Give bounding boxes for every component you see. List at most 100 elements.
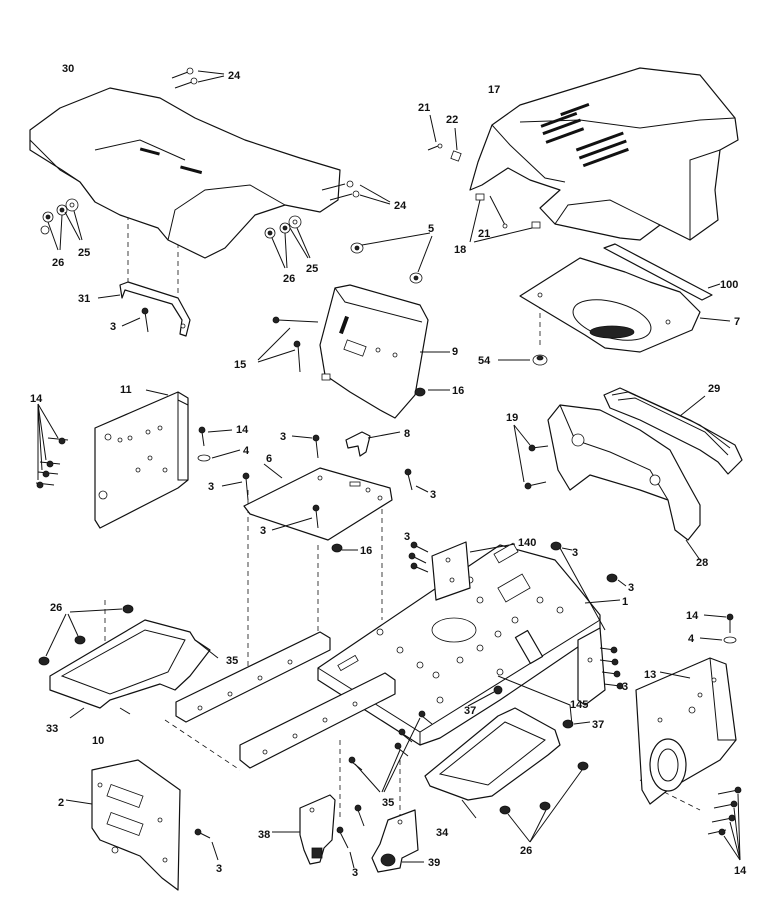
part-13-side-panel <box>635 657 737 805</box>
nuts-26-right <box>499 761 589 843</box>
part-29-grille-strip <box>603 387 743 475</box>
label-3-h: 3 <box>628 582 634 594</box>
label-33: 33 <box>46 723 58 735</box>
label-3-j: 3 <box>216 863 222 875</box>
label-14-d: 14 <box>734 865 747 877</box>
label-15: 15 <box>234 359 246 371</box>
fasteners-25-26-right <box>264 215 311 269</box>
bolt-14-washer-4-right <box>699 613 737 644</box>
screws-24-top <box>171 67 225 89</box>
nut-3-g <box>550 541 573 551</box>
nuts-5 <box>350 232 433 284</box>
screw-3-e <box>271 504 320 531</box>
part-39-bracket <box>371 809 424 873</box>
part-8-clip <box>345 431 401 457</box>
label-21-b: 21 <box>478 228 490 240</box>
part-38-bracket <box>272 794 336 865</box>
label-16-a: 16 <box>452 385 464 397</box>
part-9-dash-panel <box>319 284 450 419</box>
label-26-d: 26 <box>520 845 532 857</box>
label-30: 30 <box>62 63 74 75</box>
label-13: 13 <box>644 669 656 681</box>
screw-3-c <box>221 472 250 501</box>
part-6-plate <box>243 463 393 541</box>
screws-3-k <box>336 804 365 869</box>
label-37-a: 37 <box>464 705 476 717</box>
part-31-bracket <box>97 281 191 337</box>
label-29: 29 <box>708 383 720 395</box>
part-11-side-panel <box>94 389 189 529</box>
frame-rails <box>175 631 396 769</box>
label-2: 2 <box>58 797 64 809</box>
label-1: 1 <box>622 596 628 608</box>
label-34: 34 <box>436 827 449 839</box>
bolt-14-washer-4 <box>197 426 241 462</box>
fasteners-21-22 <box>427 114 541 243</box>
label-4-b: 4 <box>688 633 695 645</box>
label-4-a: 4 <box>243 445 250 457</box>
label-38: 38 <box>258 829 270 841</box>
label-26-c: 26 <box>50 602 62 614</box>
bolts-3-i <box>599 646 624 690</box>
label-37-b: 37 <box>592 719 604 731</box>
label-19: 19 <box>506 412 518 424</box>
label-18: 18 <box>454 244 466 256</box>
label-3-i: 3 <box>622 681 628 693</box>
nut-16-b <box>331 543 358 553</box>
label-24-top: 24 <box>228 70 241 82</box>
fasteners-25-26-left <box>40 198 83 251</box>
part-54-nut <box>498 354 548 366</box>
part-28-front-housing <box>547 404 701 561</box>
label-140: 140 <box>518 537 536 549</box>
label-25-left: 25 <box>78 247 90 259</box>
label-3-d: 3 <box>430 489 436 501</box>
label-14-b: 14 <box>236 424 249 436</box>
label-31: 31 <box>78 293 90 305</box>
label-14-c: 14 <box>686 610 699 622</box>
label-3-g: 3 <box>572 547 578 559</box>
label-54: 54 <box>478 355 491 367</box>
label-24-right: 24 <box>394 200 407 212</box>
label-5: 5 <box>428 223 434 235</box>
label-7: 7 <box>734 316 740 328</box>
label-10: 10 <box>92 735 104 747</box>
part-100-strip <box>603 243 721 301</box>
hood-vents <box>540 102 629 168</box>
screw-3-d <box>404 468 429 493</box>
nuts-26-left <box>38 604 134 666</box>
label-39: 39 <box>428 857 440 869</box>
label-35-b: 35 <box>382 797 394 809</box>
screws-3-f <box>408 541 429 573</box>
label-8: 8 <box>404 428 410 440</box>
label-26-right: 26 <box>283 273 295 285</box>
label-11: 11 <box>120 384 132 396</box>
label-35-a: 35 <box>226 655 238 667</box>
label-17: 17 <box>488 84 500 96</box>
label-3-c: 3 <box>208 481 214 493</box>
part-34-right-footrest <box>424 707 561 819</box>
part-17-hood <box>469 67 739 241</box>
label-3-b: 3 <box>280 431 286 443</box>
screws-24-right <box>321 180 391 205</box>
label-22: 22 <box>446 114 458 126</box>
screw-3-b <box>291 434 320 459</box>
nut-16-a <box>414 387 450 397</box>
label-145: 145 <box>570 699 588 711</box>
label-9: 9 <box>452 346 458 358</box>
bolts-35 <box>348 710 433 793</box>
label-100: 100 <box>720 279 738 291</box>
part-140-bracket <box>431 541 606 706</box>
part-7-plate <box>519 257 731 353</box>
label-3-k: 3 <box>352 867 358 879</box>
label-6: 6 <box>266 453 272 465</box>
label-16-b: 16 <box>360 545 372 557</box>
part-30-top-panel <box>29 87 341 259</box>
label-3-e: 3 <box>260 525 266 537</box>
label-26-left: 26 <box>52 257 64 269</box>
screws-19 <box>513 424 549 490</box>
callout-labels: 30 24 24 25 26 26 25 31 3 21 22 17 18 21… <box>30 63 747 879</box>
label-25-right: 25 <box>306 263 318 275</box>
bolts-14-right <box>707 786 742 861</box>
label-21-a: 21 <box>418 102 430 114</box>
label-28: 28 <box>696 557 708 569</box>
